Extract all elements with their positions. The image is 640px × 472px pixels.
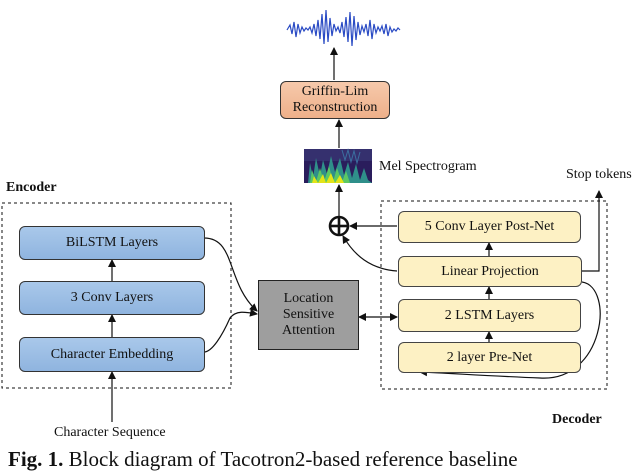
caption-text: Block diagram of Tacotron2-based referen… (68, 447, 518, 471)
figure-caption: Fig. 1. Block diagram of Tacotron2-based… (8, 447, 518, 472)
arrow-stop-tokens (582, 190, 603, 272)
conv-layers-block: 3 Conv Layers (19, 281, 205, 315)
arrow-embedding-to-attention (203, 308, 258, 353)
character-embedding-block: Character Embedding (19, 337, 205, 372)
stop-tokens-label: Stop tokens (566, 167, 632, 182)
encoder-frame (1, 202, 232, 389)
linear-projection-block: Linear Projection (398, 256, 582, 287)
decoder-frame (380, 200, 608, 390)
location-sensitive-attention-block: Location Sensitive Attention (258, 280, 359, 350)
waveform-icon (286, 9, 401, 47)
arrow-linear-feedback (419, 281, 601, 379)
arrow-linear-to-add (342, 235, 398, 272)
character-sequence-label: Character Sequence (54, 425, 166, 440)
mel-spectrogram-icon (304, 148, 372, 183)
decoder-title: Decoder (552, 412, 602, 427)
bilstm-layers-block: BiLSTM Layers (19, 226, 205, 260)
griffin-lim-block: Griffin-Lim Reconstruction (280, 81, 390, 119)
attention-line-3: Attention (282, 323, 335, 338)
encoder-title: Encoder (6, 180, 57, 195)
add-symbol-icon (328, 215, 350, 237)
griffin-line-2: Reconstruction (292, 100, 378, 115)
prenet-block: 2 layer Pre-Net (398, 342, 581, 373)
attention-line-2: Sensitive (282, 307, 335, 322)
caption-label: Fig. 1. (8, 447, 64, 471)
lstm-layers-block: 2 LSTM Layers (398, 299, 581, 332)
arrow-bilstm-to-attention (203, 237, 258, 312)
attention-line-1: Location (283, 291, 334, 306)
griffin-line-1: Griffin-Lim (301, 84, 369, 99)
postnet-block: 5 Conv Layer Post-Net (398, 211, 581, 243)
mel-spectrogram-label: Mel Spectrogram (379, 159, 477, 174)
